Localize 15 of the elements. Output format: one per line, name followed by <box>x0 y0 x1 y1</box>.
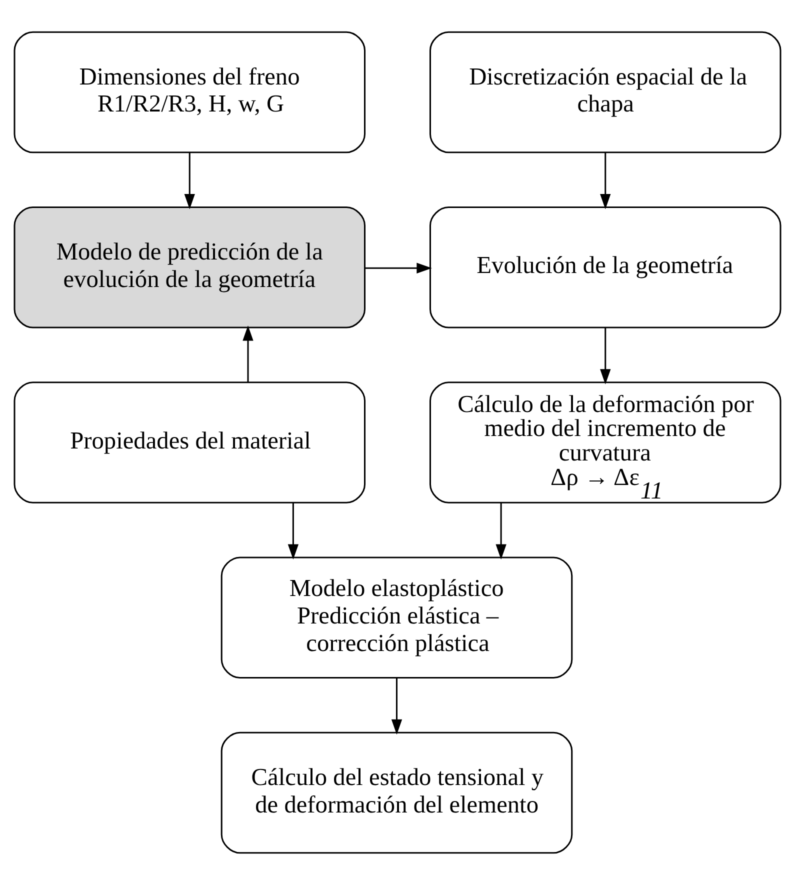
arrow <box>600 327 611 384</box>
node-box: Modelo elastoplástico Predicción elástica – corrección plástica <box>220 556 573 678</box>
arrow <box>365 262 432 273</box>
node-box: Modelo de predicción de la evolución de la geometría <box>14 206 366 328</box>
arrow <box>600 152 611 209</box>
node-box: Evolución de la geometría <box>429 206 782 328</box>
node-box: Cálculo del estado tensional y de deformación del elemento <box>220 731 573 854</box>
arrow <box>242 324 254 382</box>
node-box: Propiedades del material <box>14 381 366 503</box>
arrow <box>288 502 299 560</box>
arrow <box>496 502 506 560</box>
arrow <box>184 152 195 209</box>
node-box: Discretización espacial de la chapa <box>429 30 782 153</box>
arrow <box>391 677 402 734</box>
node-box: Dimensiones del freno R1/R2/R3, H, w, G <box>14 30 366 153</box>
